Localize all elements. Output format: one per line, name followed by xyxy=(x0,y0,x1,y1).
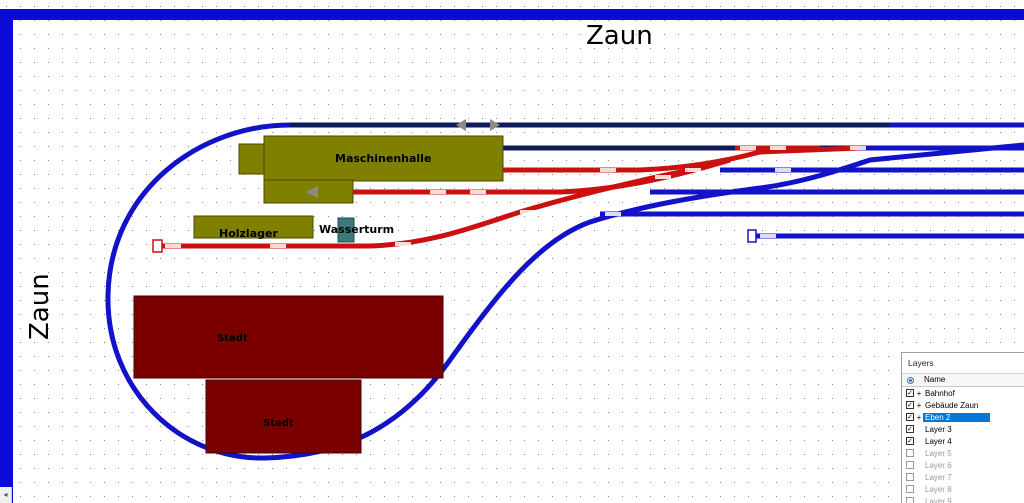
town-lower[interactable] xyxy=(205,379,362,454)
layers-list: +Bahnhof+Gebäude Zaun+Eben 2Layer 3Layer… xyxy=(902,387,1024,503)
expand-icon[interactable]: + xyxy=(916,400,922,410)
visibility-radio-icon[interactable] xyxy=(907,376,914,384)
layer-name: Layer 3 xyxy=(925,424,952,434)
siding-red-1[interactable] xyxy=(500,145,861,173)
fence xyxy=(0,9,1024,503)
town-lower-label: Stadt xyxy=(263,418,294,429)
layer-row[interactable]: Layer 3 xyxy=(902,423,1024,435)
layer-row[interactable]: +Bahnhof xyxy=(902,387,1024,399)
layer-visibility-checkbox[interactable] xyxy=(906,461,914,469)
layer-visibility-checkbox[interactable] xyxy=(906,485,914,493)
layer-row[interactable]: Layer 4 xyxy=(902,435,1024,447)
buffer-stop xyxy=(747,229,757,243)
fence-top xyxy=(0,9,1024,20)
timber-yard-label: Holzlager xyxy=(219,227,278,240)
expand-icon[interactable]: + xyxy=(916,388,922,398)
layer-visibility-checkbox[interactable] xyxy=(906,473,914,481)
expand-icon[interactable]: + xyxy=(916,412,922,422)
layer-row[interactable]: Layer 9 xyxy=(902,495,1024,503)
water-tower[interactable] xyxy=(337,217,355,243)
layer-row[interactable]: Layer 5 xyxy=(902,447,1024,459)
layer-name: Layer 8 xyxy=(925,484,952,494)
layers-header: Name xyxy=(902,374,1024,387)
engine-shed-annex[interactable] xyxy=(238,143,266,175)
layers-panel[interactable]: Layers Name +Bahnhof+Gebäude Zaun+Eben 2… xyxy=(901,352,1024,503)
layer-name: Layer 9 xyxy=(925,496,952,503)
layer-row[interactable]: +Eben 2 xyxy=(902,411,1024,423)
layer-name: Layer 7 xyxy=(925,472,952,482)
layer-visibility-checkbox[interactable] xyxy=(906,437,914,445)
water-tower-label: Wasserturm xyxy=(319,223,394,236)
layer-name: Eben 2 xyxy=(923,412,991,422)
layer-row[interactable]: Layer 6 xyxy=(902,459,1024,471)
scroll-left-button[interactable]: ◂ xyxy=(0,487,12,503)
buffer-stop-red xyxy=(152,239,163,253)
layers-panel-title: Layers xyxy=(902,353,1024,374)
turnout-marks xyxy=(165,146,866,248)
column-name-header[interactable]: Name xyxy=(924,375,946,384)
fence-left-label: Zaun xyxy=(25,273,55,340)
shed-arrow-icon xyxy=(306,186,318,198)
layer-row[interactable]: +Gebäude Zaun xyxy=(902,399,1024,411)
layer-visibility-checkbox[interactable] xyxy=(906,425,914,433)
layer-name: Layer 5 xyxy=(925,448,952,458)
layer-name: Layer 6 xyxy=(925,460,952,470)
town-upper-label: Stadt xyxy=(217,333,248,344)
timber-yard[interactable] xyxy=(193,215,314,239)
town-upper[interactable] xyxy=(133,295,444,379)
layer-row[interactable]: Layer 8 xyxy=(902,483,1024,495)
layer-visibility-checkbox[interactable] xyxy=(906,497,914,503)
arrow-left-icon xyxy=(456,119,466,131)
engine-shed[interactable] xyxy=(263,135,504,182)
fence-left xyxy=(0,9,13,503)
layer-name: Gebäude Zaun xyxy=(925,400,979,410)
layer-visibility-checkbox[interactable] xyxy=(906,413,914,421)
layer-name: Layer 4 xyxy=(925,436,952,446)
layer-name: Bahnhof xyxy=(925,388,955,398)
layer-row[interactable]: Layer 7 xyxy=(902,471,1024,483)
fence-top-label: Zaun xyxy=(586,21,653,51)
layer-visibility-checkbox[interactable] xyxy=(906,389,914,397)
arrow-right-icon xyxy=(490,119,500,131)
layer-visibility-checkbox[interactable] xyxy=(906,449,914,457)
layer-visibility-checkbox[interactable] xyxy=(906,401,914,409)
engine-shed-label: Maschinenhalle xyxy=(335,152,431,165)
